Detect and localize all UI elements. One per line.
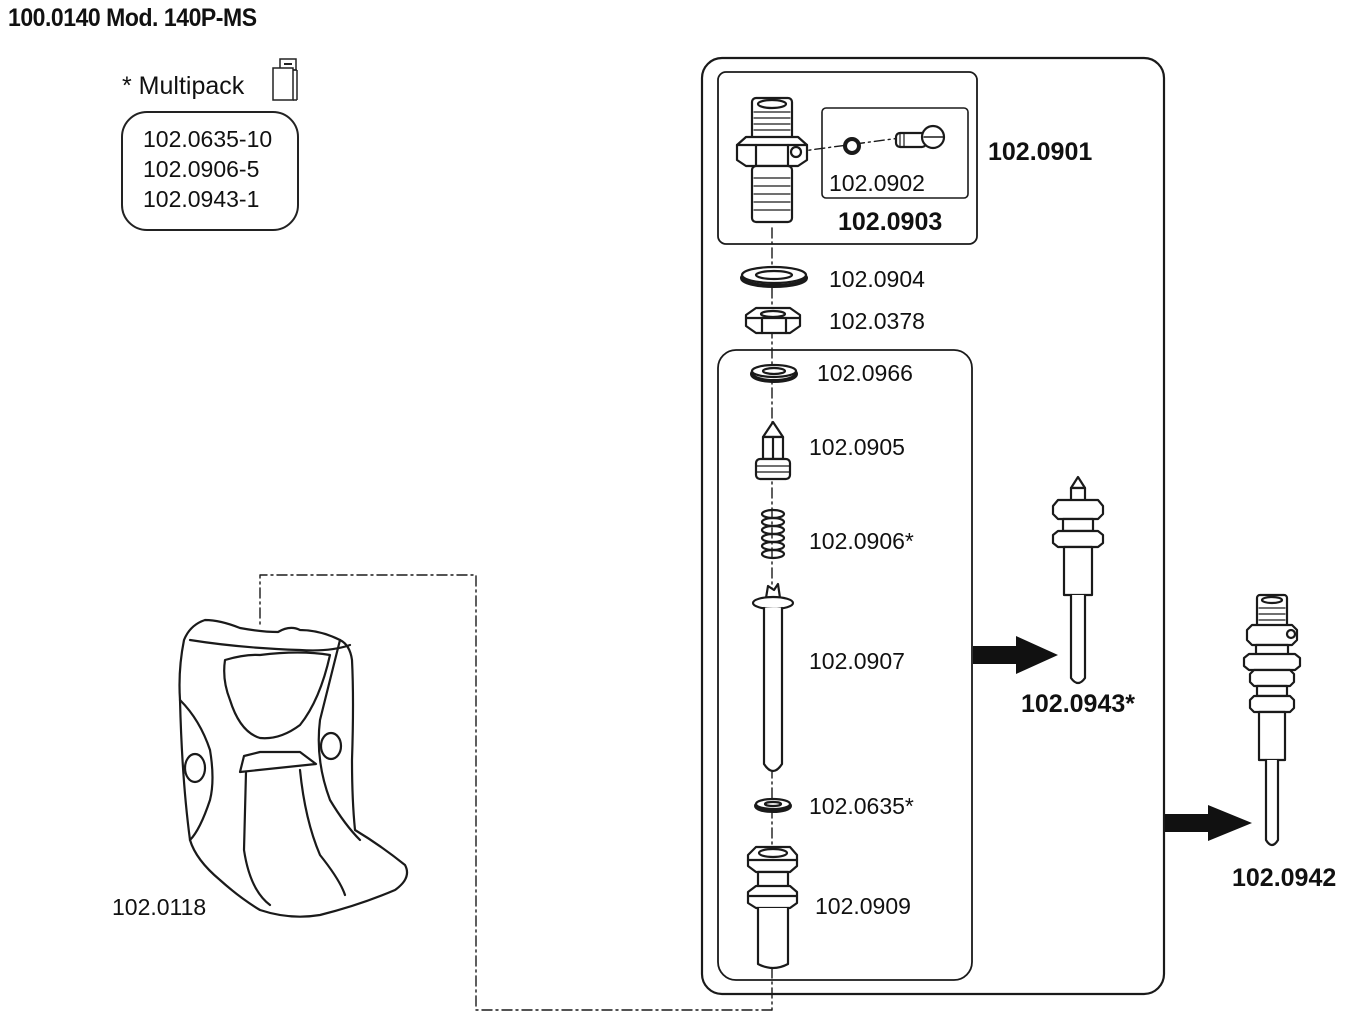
screw-part	[894, 124, 946, 150]
large-washer-part	[740, 265, 808, 288]
multipack-list: 102.0635-10 102.0906-5 102.0943-1	[121, 111, 299, 231]
spring-part	[760, 508, 786, 560]
part-label-102-0906: 102.0906*	[809, 528, 914, 554]
multipack-label: * Multipack	[122, 72, 245, 100]
part-label-102-0118: 102.0118	[112, 894, 207, 920]
o-ring-part	[843, 137, 861, 155]
hex-nut-part	[744, 306, 802, 335]
group-label-102-0942: 102.0942	[1232, 864, 1337, 892]
part-label-102-0905: 102.0905	[809, 434, 905, 460]
group-frame-102-0943	[717, 349, 973, 981]
group-label-102-0902: 102.0902	[829, 170, 925, 196]
multipack-item: 102.0906-5	[143, 156, 260, 182]
part-label-102-0907: 102.0907	[809, 648, 905, 674]
part-label-102-0909: 102.0909	[815, 893, 911, 919]
group-frame-102-0942	[700, 56, 1166, 996]
group-label-102-0943: 102.0943*	[1021, 690, 1136, 718]
multipack-item: 102.0635-10	[143, 126, 273, 152]
part-label-102-0966: 102.0966	[817, 360, 913, 386]
page-title: 100.0140 Mod. 140P-MS	[8, 4, 257, 32]
arrow-icon	[1165, 805, 1252, 841]
threaded-nipple-part	[735, 96, 809, 224]
drinking-bowl-part	[178, 618, 409, 918]
part-label-102-0635: 102.0635*	[809, 793, 914, 819]
centerline	[259, 137, 901, 1011]
group-label-102-0901: 102.0901	[988, 138, 1093, 166]
arrow-icon	[973, 636, 1058, 674]
part-label-102-0904: 102.0904	[829, 266, 925, 292]
bottom-washer-part	[754, 797, 792, 813]
multipack-item: 102.0943-1	[143, 186, 260, 212]
group-frame-102-0903	[717, 71, 978, 245]
group-label-102-0903: 102.0903	[838, 208, 943, 236]
small-washer-part	[750, 363, 798, 383]
valve-body-part	[746, 845, 799, 970]
stem-part	[751, 582, 795, 773]
group-frame-102-0902	[821, 107, 969, 199]
part-label-102-0378: 102.0378	[829, 308, 925, 334]
assembled-valve-insert	[1051, 475, 1105, 685]
multipack-box-icon	[272, 58, 298, 101]
assembled-complete-valve	[1242, 593, 1302, 847]
valve-pin-part	[754, 420, 792, 481]
